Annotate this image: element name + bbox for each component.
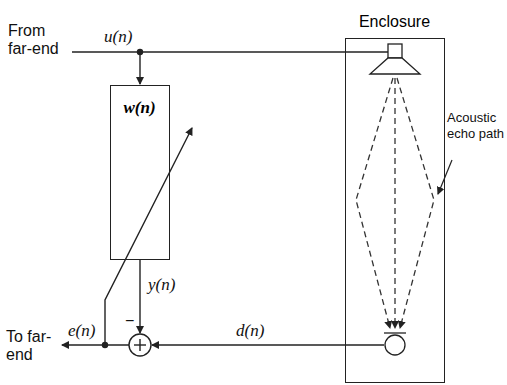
signal-name: u(n): [104, 28, 132, 46]
loudspeaker-symbol: [370, 44, 420, 74]
sign-label: −: [125, 312, 134, 330]
signal-name: e(n): [68, 322, 95, 340]
box-heading: Enclosure: [359, 13, 430, 31]
echo-paths: [356, 78, 434, 328]
signal-name: y(n): [148, 276, 175, 294]
box-label: w(n): [123, 98, 155, 118]
signal-source-label: From far-end: [8, 22, 70, 58]
adaptive-filter-box: w(n): [110, 85, 170, 260]
signal-name: d(n): [236, 322, 264, 340]
signal-sink-label: To far-end: [6, 328, 60, 364]
microphone-symbol: [384, 333, 406, 355]
enclosure-box: Enclosure: [345, 38, 445, 383]
callout-label: Acoustic echo path: [447, 110, 505, 142]
